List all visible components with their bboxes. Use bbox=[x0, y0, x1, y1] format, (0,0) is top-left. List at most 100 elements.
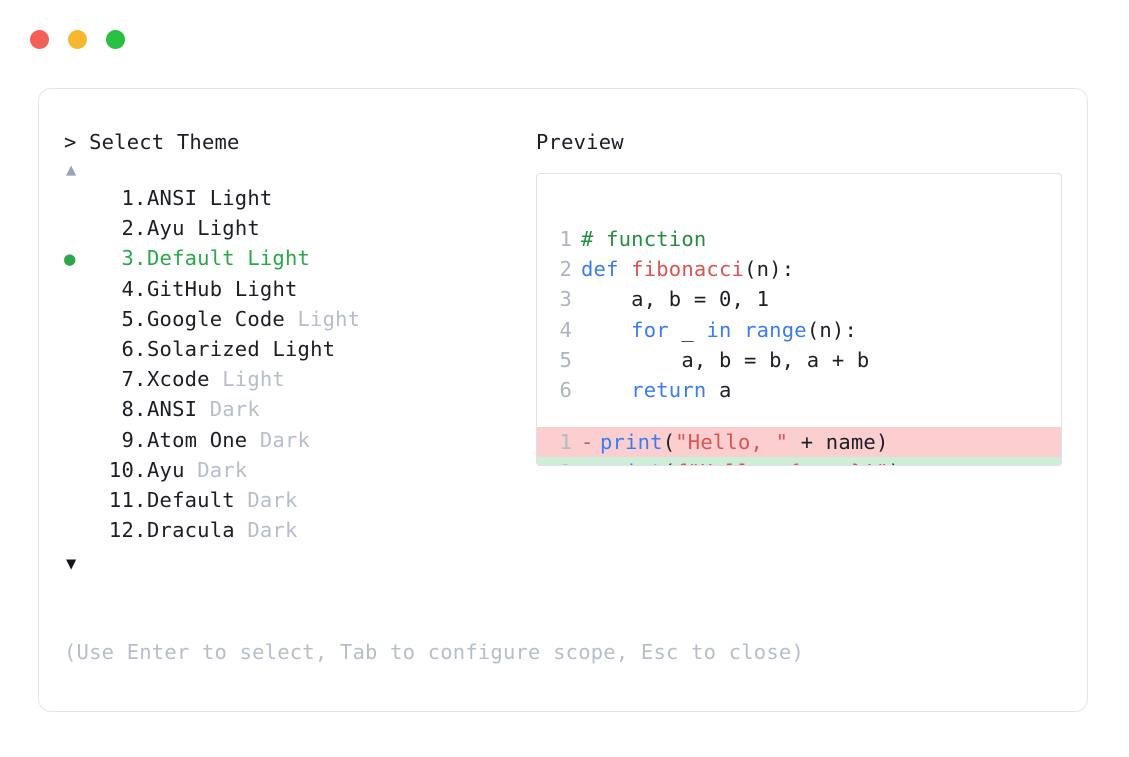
selected-bullet-icon bbox=[64, 426, 90, 456]
theme-list-item[interactable]: 10. Ayu Dark bbox=[64, 455, 534, 485]
code-token-plain: _ bbox=[668, 317, 707, 342]
code-line: 5 a, b = b, a + b bbox=[537, 345, 1061, 375]
scroll-down-arrow-icon[interactable]: ▼ bbox=[66, 554, 77, 575]
diff-sign: + bbox=[581, 457, 600, 465]
theme-list-item[interactable]: 7. Xcode Light bbox=[64, 364, 534, 394]
theme-item-variant: Dark bbox=[259, 427, 311, 452]
card-body: > Select Theme ▲ 1. ANSI Light 2. Ayu Li… bbox=[39, 89, 1087, 711]
theme-item-name: GitHub bbox=[147, 276, 223, 301]
theme-picker-card: > Select Theme ▲ 1. ANSI Light 2. Ayu Li… bbox=[38, 88, 1088, 712]
theme-item-name: Ayu bbox=[147, 216, 185, 241]
theme-item-index: 11 bbox=[108, 487, 134, 512]
theme-item-variant: Dark bbox=[209, 397, 260, 422]
theme-item-name: Ayu bbox=[147, 457, 185, 482]
code-token-plain: ) bbox=[888, 460, 901, 465]
selected-bullet-icon bbox=[64, 365, 90, 395]
theme-item-space bbox=[260, 334, 273, 364]
selected-bullet-icon bbox=[64, 486, 90, 516]
code-token-keyword: for bbox=[631, 317, 669, 342]
code-line-content: def fibonacci(n): bbox=[581, 254, 794, 284]
theme-list-item[interactable]: 11. Default Dark bbox=[64, 485, 534, 515]
diff-lines: 1-print("Hello, " + name)1+print(f"Hello… bbox=[537, 427, 1061, 465]
code-token-keyword: print bbox=[600, 430, 663, 455]
selected-bullet-icon bbox=[64, 395, 90, 425]
theme-item-index: 4 bbox=[121, 276, 134, 301]
code-token-plain: ( bbox=[662, 430, 676, 455]
theme-list-item[interactable]: 5. Google Code Light bbox=[64, 304, 534, 334]
theme-item-name: ANSI bbox=[147, 186, 198, 210]
code-token-comment: # function bbox=[581, 227, 707, 251]
line-number: 4 bbox=[559, 317, 572, 342]
maximize-dot[interactable] bbox=[106, 30, 125, 49]
theme-item-variant: Light bbox=[297, 306, 361, 331]
theme-list: 1. ANSI Light 2. Ayu Light●3. Default Li… bbox=[64, 183, 534, 545]
selected-bullet-icon bbox=[64, 184, 90, 214]
diff-line-content: print("Hello, " + name) bbox=[600, 427, 889, 457]
theme-list-item[interactable]: 8. ANSI Dark bbox=[64, 394, 534, 424]
code-token-keyword: return bbox=[631, 377, 707, 402]
theme-item-variant: Dark bbox=[247, 487, 298, 512]
theme-list-item[interactable]: 12. Dracula Dark bbox=[64, 515, 534, 545]
theme-item-index: 1 bbox=[121, 186, 134, 210]
theme-item-space bbox=[247, 425, 260, 455]
theme-list-item[interactable]: 2. Ayu Light bbox=[64, 213, 534, 243]
theme-item-name: Dracula bbox=[147, 518, 235, 543]
code-line-content: for _ in range(n): bbox=[581, 315, 857, 345]
theme-item-space bbox=[235, 243, 248, 273]
theme-item-space bbox=[185, 455, 198, 485]
selected-bullet-icon bbox=[64, 275, 90, 305]
theme-item-index: 9 bbox=[121, 427, 134, 452]
selected-bullet-icon bbox=[64, 516, 90, 546]
diff-line-content: print(f"Hello, {name}!") bbox=[600, 457, 901, 465]
code-line: 2 def fibonacci(n): bbox=[537, 254, 1061, 284]
theme-item-index: 7 bbox=[121, 367, 134, 392]
theme-item-space bbox=[222, 274, 235, 304]
code-line: 4 for _ in range(n): bbox=[537, 315, 1061, 345]
code-token-plain: ( bbox=[663, 460, 676, 465]
theme-list-item[interactable]: 6. Solarized Light bbox=[64, 334, 534, 364]
scroll-up-arrow-icon[interactable]: ▲ bbox=[66, 160, 77, 180]
theme-item-index: 8 bbox=[121, 397, 134, 422]
theme-list-item[interactable]: ●3. Default Light bbox=[64, 243, 534, 273]
diff-line-removed: 1-print("Hello, " + name) bbox=[537, 427, 1061, 458]
line-number: 1 bbox=[559, 227, 572, 251]
code-token-keyword: range bbox=[744, 317, 807, 342]
code-line: 6 return a bbox=[537, 375, 1061, 405]
theme-item-separator: . bbox=[134, 336, 160, 361]
theme-item-name: Atom One bbox=[147, 427, 248, 452]
code-line-content: a, b = b, a + b bbox=[581, 345, 869, 375]
selected-bullet-icon bbox=[64, 335, 90, 365]
line-number: 2 bbox=[559, 257, 572, 282]
code-token-keyword: in bbox=[706, 317, 732, 342]
selected-bullet-icon: ● bbox=[64, 248, 76, 271]
theme-item-separator: . bbox=[134, 457, 160, 482]
theme-item-separator: . bbox=[134, 186, 160, 210]
code-token-keyword: def bbox=[581, 257, 632, 282]
line-number: 6 bbox=[559, 377, 572, 402]
diff-sign: - bbox=[581, 430, 594, 455]
theme-item-separator: . bbox=[134, 306, 160, 331]
theme-item-separator: . bbox=[134, 427, 160, 452]
theme-item-index: 2 bbox=[121, 216, 134, 241]
theme-item-separator: . bbox=[134, 518, 160, 543]
theme-item-variant: Light bbox=[272, 336, 336, 361]
theme-item-variant: Light bbox=[222, 367, 285, 392]
theme-item-separator: . bbox=[134, 397, 160, 422]
code-token-plain: (n): bbox=[744, 257, 795, 282]
theme-item-index: 12 bbox=[108, 518, 134, 543]
minimize-dot[interactable] bbox=[68, 30, 87, 49]
theme-list-item[interactable]: 9. Atom One Dark bbox=[64, 425, 534, 455]
theme-item-name: Solarized bbox=[147, 336, 260, 361]
theme-item-separator: . bbox=[134, 216, 160, 241]
theme-item-separator: . bbox=[134, 367, 160, 392]
line-number: 5 bbox=[559, 347, 572, 372]
close-dot[interactable] bbox=[30, 30, 49, 49]
theme-list-item[interactable]: 4. GitHub Light bbox=[64, 274, 534, 304]
theme-item-variant: Light bbox=[209, 186, 273, 210]
code-line: 1 # function bbox=[537, 224, 1061, 254]
theme-item-index: 5 bbox=[121, 306, 134, 331]
selected-bullet-icon bbox=[64, 456, 90, 486]
window-controls bbox=[30, 30, 125, 49]
theme-list-item[interactable]: 1. ANSI Light bbox=[64, 183, 534, 213]
theme-item-space bbox=[197, 183, 210, 213]
